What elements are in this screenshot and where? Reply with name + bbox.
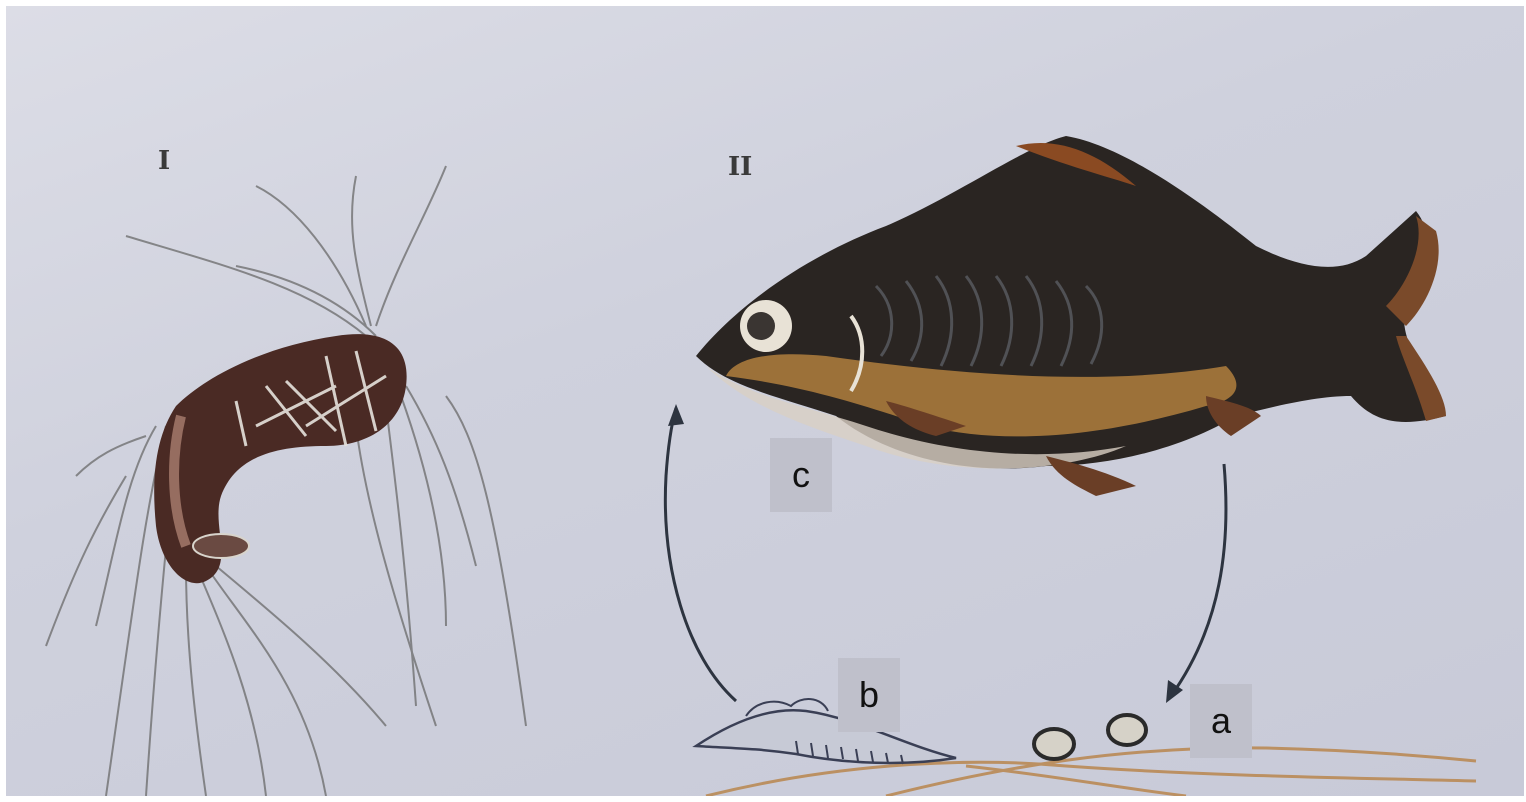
larva-illustration bbox=[696, 699, 956, 764]
label-c: c bbox=[770, 438, 832, 512]
figure-frame: I II c b a bbox=[6, 6, 1524, 796]
arrow-head-up bbox=[668, 404, 684, 426]
illustration bbox=[6, 6, 1524, 796]
panel-label-1: I bbox=[158, 146, 170, 176]
label-b: b bbox=[838, 658, 900, 732]
label-a: a bbox=[1190, 684, 1252, 758]
tube-worm-illustration bbox=[46, 166, 526, 796]
panel-label-2: II bbox=[728, 152, 752, 182]
